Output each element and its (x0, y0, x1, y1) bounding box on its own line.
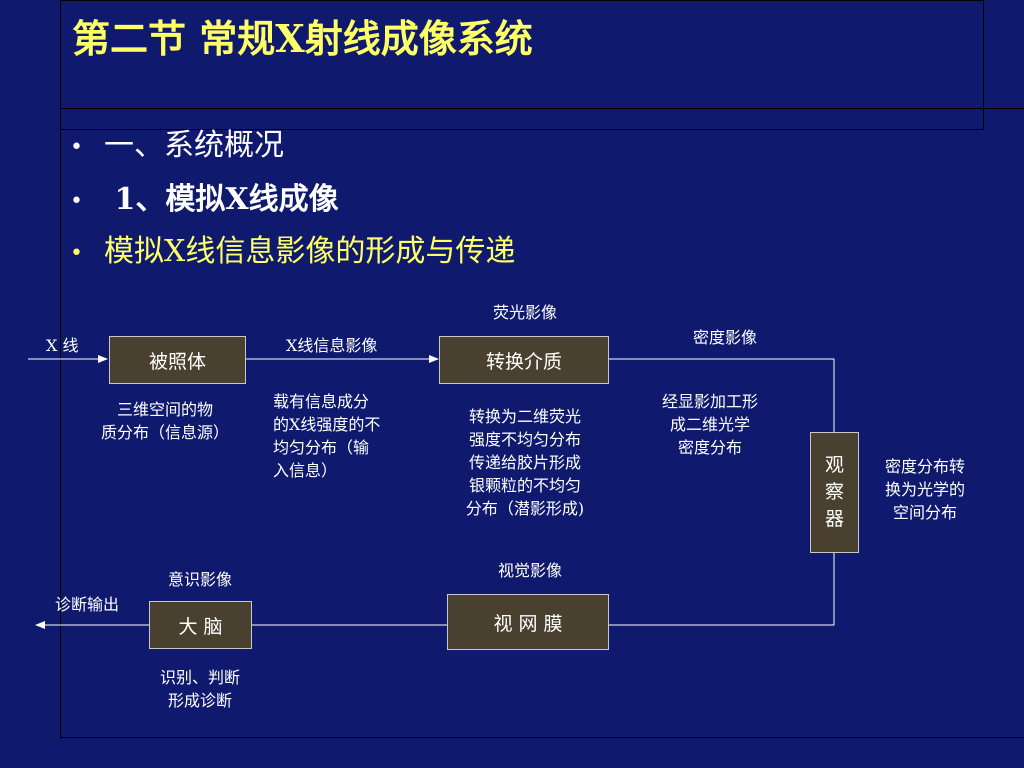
viewer-desc: 密度分布转 换为光学的 空间分布 (866, 455, 984, 524)
visual-label: 视觉影像 (497, 561, 562, 580)
object-desc-line: 三维空间的物 (116, 400, 213, 419)
output-label: 诊断输出 (55, 595, 120, 614)
viewer-char: 器 (824, 508, 844, 530)
brain-desc-line: 形成诊断 (167, 691, 232, 710)
xray-info-desc-line: 的X线强度的不 (273, 415, 381, 434)
page-title: 第二节 常规X射线成像系统 (72, 16, 533, 61)
bullet-info-transfer: • 模拟X线信息影像的形成与传递 (70, 226, 515, 270)
viewer-box: 观 察 器 (810, 432, 859, 553)
content-frame (60, 108, 1024, 738)
converter-desc-line: 强度不均匀分布 (468, 430, 581, 449)
retina-box: 视 网 膜 (447, 594, 609, 650)
bullet-text: 一、系统概况 (104, 128, 284, 163)
density-desc-line: 成二维光学 (669, 415, 750, 434)
converter-desc-line: 传递给胶片形成 (468, 453, 581, 472)
converter-box: 转换介质 (439, 336, 609, 384)
bullet-analog-imaging: • 1、模拟X线成像 (70, 174, 339, 218)
line-converter-to-viewer (609, 358, 835, 432)
converter-desc: 转换为二维荧光 强度不均匀分布 传递给胶片形成 银颗粒的不均匀 分布（潜影形成) (440, 405, 610, 520)
viewer-desc-line: 密度分布转 (884, 457, 965, 476)
input-label: X 线 (46, 336, 79, 355)
converter-desc-line: 银颗粒的不均匀 (468, 476, 581, 495)
object-desc-line: 质分布（信息源） (100, 423, 229, 442)
converter-desc-line: 转换为二维荧光 (468, 407, 581, 426)
fluoro-label: 荧光影像 (492, 303, 557, 322)
xray-info-desc: 载有信息成分 的X线强度的不 均匀分布（输 入信息） (273, 390, 380, 482)
viewer-desc-line: 换为光学的 (884, 480, 965, 499)
bullet-text: 1、模拟X线成像 (104, 182, 339, 217)
viewer-char: 观 (824, 454, 844, 476)
viewer-char: 察 (824, 481, 844, 503)
bullet-text: 模拟X线信息影像的形成与传递 (104, 234, 516, 269)
object-box: 被照体 (109, 336, 246, 384)
density-desc-line: 密度分布 (677, 438, 742, 457)
xray-info-label: X线信息影像 (286, 336, 378, 355)
xray-info-desc-line: 均匀分布（输 (273, 438, 370, 457)
density-desc-line: 经显影加工形 (661, 392, 758, 411)
line-viewer-to-retina (609, 553, 835, 626)
object-desc: 三维空间的物 质分布（信息源） (80, 398, 250, 444)
brain-desc: 识别、判断 形成诊断 (140, 666, 260, 712)
bullet-system-overview: • 一、系统概况 (70, 120, 284, 164)
bullet-dot: • (70, 188, 83, 214)
converter-desc-line: 分布（潜影形成) (465, 499, 585, 518)
title-frame (60, 0, 984, 130)
conscious-label: 意识影像 (167, 570, 232, 589)
xray-info-desc-line: 载有信息成分 (273, 392, 370, 411)
brain-desc-line: 识别、判断 (159, 668, 240, 687)
bullet-dot: • (70, 134, 83, 160)
brain-box: 大 脑 (149, 601, 252, 649)
bullet-dot: • (70, 240, 83, 266)
density-desc: 经显影加工形 成二维光学 密度分布 (640, 390, 780, 459)
viewer-desc-line: 空间分布 (892, 503, 957, 522)
density-label: 密度影像 (692, 328, 757, 347)
xray-info-desc-line: 入信息） (273, 461, 338, 480)
